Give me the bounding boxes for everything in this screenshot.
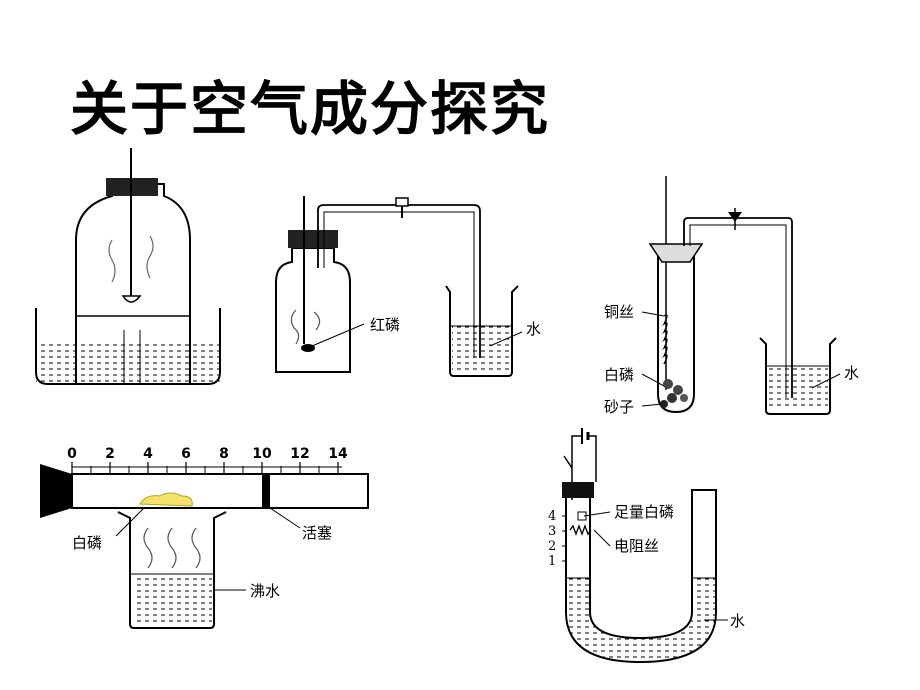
- fig5-label-resistor-wire: 电阻丝: [614, 537, 659, 555]
- fig5-scale-4: 4: [548, 509, 556, 524]
- fig5-resistor: [569, 524, 592, 536]
- fig5-scale-2: 2: [548, 539, 556, 554]
- fig4-phosphorus: [139, 492, 193, 507]
- fig5-stopper: [562, 482, 594, 498]
- fig3-copper-coil: [662, 314, 668, 365]
- fig2-clamp: [395, 197, 409, 207]
- fig2-label-phosphorus: 红磷: [370, 316, 400, 334]
- fig4-syringe-apparatus: 0 2 4 6 8 10 12 14 白磷 活塞 沸水: [40, 446, 369, 629]
- fig2-spoon: [301, 344, 315, 352]
- fig3-tube: [683, 217, 793, 398]
- fig2-jar-beaker-apparatus: 红磷 水: [275, 196, 541, 377]
- fig4-tick-label: 0: [67, 446, 77, 462]
- fig2-stopper: [288, 230, 338, 248]
- fig3-beaker-water: [768, 366, 828, 410]
- fig4-piston: [262, 474, 270, 508]
- fig1-bell-jar-apparatus: [35, 148, 221, 385]
- fig5-label-water: 水: [730, 612, 745, 630]
- fig4-beaker-water: [134, 574, 212, 624]
- fig1-trough-water: [36, 340, 220, 382]
- fig4-tick-label: 10: [252, 446, 272, 462]
- fig1-trough: [35, 308, 221, 385]
- fig5-switch: [563, 455, 573, 469]
- fig2-label-water: 水: [526, 320, 541, 338]
- fig4-ruler-ticks: 0 2 4 6 8 10 12 14: [67, 446, 348, 474]
- fig4-tick-label: 12: [290, 446, 309, 462]
- fig4-label-white-phosphorus: 白磷: [72, 534, 102, 552]
- fig3-label-copper-wire: 铜丝: [604, 303, 634, 321]
- fig3-beaker: [759, 337, 837, 415]
- fig5-water: [566, 578, 716, 662]
- fig5-u-tube-apparatus: 4 3 2 1 足量白磷 电阻丝 水: [548, 428, 745, 664]
- fig5-scale-3: 3: [548, 524, 556, 539]
- fig3-label-sand: 砂子: [604, 398, 634, 416]
- fig4-tick-label: 14: [328, 446, 348, 462]
- fig4-tick-label: 6: [181, 446, 191, 462]
- fig4-tick-label: 8: [219, 446, 229, 462]
- fig3-tube-beaker-apparatus: 铜丝 白磷 砂子 水: [604, 176, 859, 416]
- fig2-jar: [275, 247, 351, 373]
- fig5-scale-1: 1: [548, 554, 556, 569]
- fig3-label-white-phosphorus: 白磷: [604, 366, 634, 384]
- fig4-tick-label: 2: [105, 446, 115, 462]
- fig4-barrel: [71, 473, 369, 509]
- fig2-beaker-water: [452, 326, 510, 372]
- fig4-label-piston: 活塞: [302, 524, 332, 542]
- fig2-beaker: [445, 285, 519, 377]
- fig4-end-cap: [40, 464, 72, 518]
- fig5-u-tube: [565, 489, 717, 664]
- fig4-label-boiling-water: 沸水: [250, 582, 280, 600]
- fig3-label-water: 水: [844, 364, 859, 382]
- page-title: 关于空气成分探究: [70, 75, 551, 143]
- fig3-test-tube: [657, 256, 695, 414]
- fig4-tick-label: 4: [143, 446, 153, 462]
- fig1-spoon: [121, 295, 142, 303]
- fig4-beaker: [117, 511, 227, 629]
- fig5-label-enough-phosphorus: 足量白磷: [614, 503, 674, 521]
